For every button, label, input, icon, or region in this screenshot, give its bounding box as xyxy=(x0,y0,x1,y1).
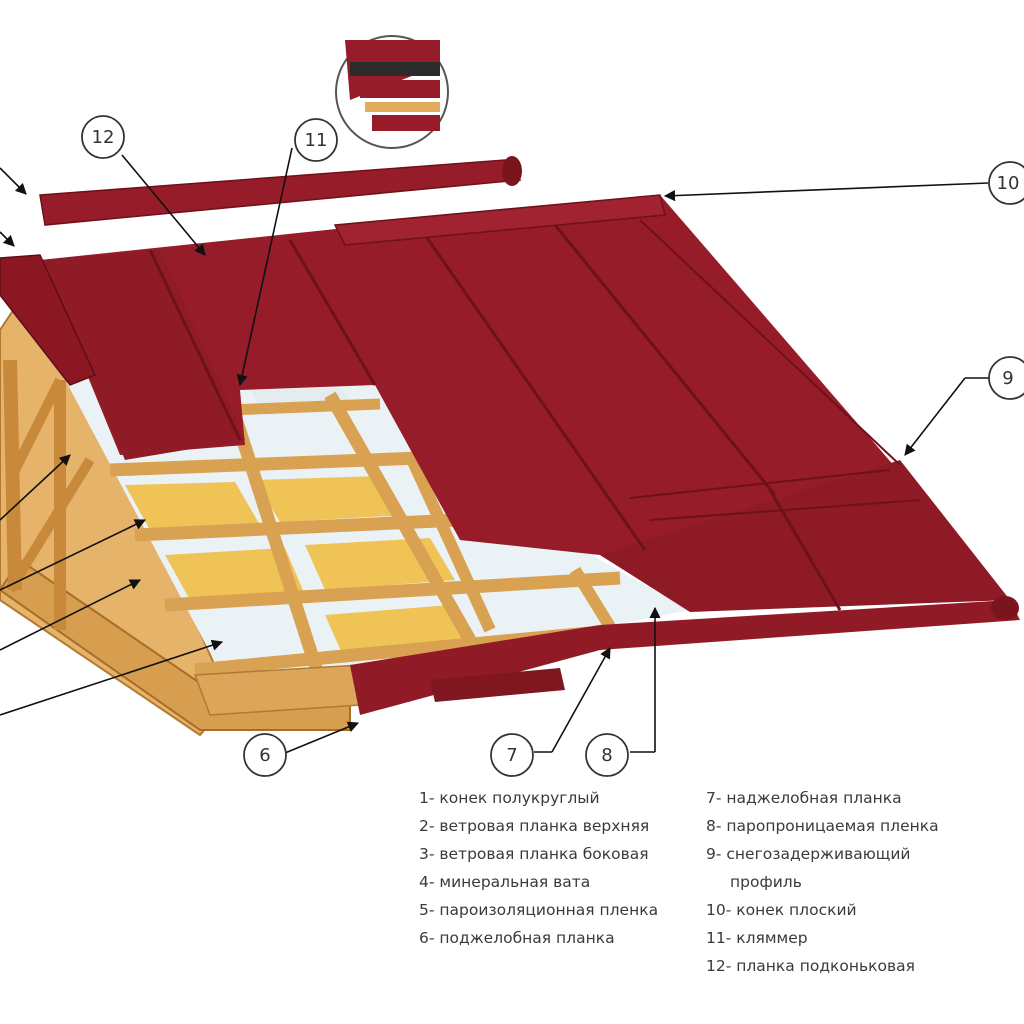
svg-text:12: 12 xyxy=(92,127,115,148)
callout-12: 12 xyxy=(81,115,125,159)
legend-item-12: 12- планка подконьковая xyxy=(706,957,915,975)
legend-item-4: 4- минеральная вата xyxy=(419,873,591,891)
legend-item-11: 11- кляммер xyxy=(706,929,808,947)
detail-inset xyxy=(335,35,449,149)
svg-text:7: 7 xyxy=(506,745,517,766)
legend-left-column: 1- конек полукруглый 2- ветровая планка … xyxy=(419,784,658,952)
callout-11: 11 xyxy=(294,118,338,162)
legend-item-9: 9- снегозадерживающий xyxy=(706,845,911,863)
legend-item-1: 1- конек полукруглый xyxy=(419,789,600,807)
legend-item-9-continued: профиль xyxy=(730,873,802,891)
callout-6: 6 xyxy=(243,733,287,777)
legend-item-5: 5- пароизоляционная пленка xyxy=(419,901,659,919)
svg-text:11: 11 xyxy=(305,130,328,151)
callout-7: 7 xyxy=(490,733,534,777)
roof-panels xyxy=(0,194,1020,715)
svg-text:9: 9 xyxy=(1002,368,1013,389)
gable-frame xyxy=(0,267,351,737)
svg-text:8: 8 xyxy=(601,745,612,766)
legend-right-column: 7- наджелобная планка 8- паропроницаемая… xyxy=(706,784,939,980)
legend-item-3: 3- ветровая планка боковая xyxy=(419,845,649,863)
exposed-bay xyxy=(60,370,690,716)
svg-text:10: 10 xyxy=(997,173,1020,194)
svg-text:6: 6 xyxy=(259,745,270,766)
callout-arrows xyxy=(0,147,1002,754)
legend-item-2: 2- ветровая планка верхняя xyxy=(419,817,650,835)
legend-item-8: 8- паропроницаемая пленка xyxy=(706,817,939,835)
legend-item-7: 7- наджелобная планка xyxy=(706,789,902,807)
callout-9: 9 xyxy=(988,356,1024,400)
callout-8: 8 xyxy=(585,733,629,777)
legend-item-6: 6- поджелобная планка xyxy=(419,929,615,947)
legend-item-10: 10- конек плоский xyxy=(706,901,857,919)
half-round-ridge xyxy=(39,156,522,226)
callout-10: 10 xyxy=(988,161,1024,205)
